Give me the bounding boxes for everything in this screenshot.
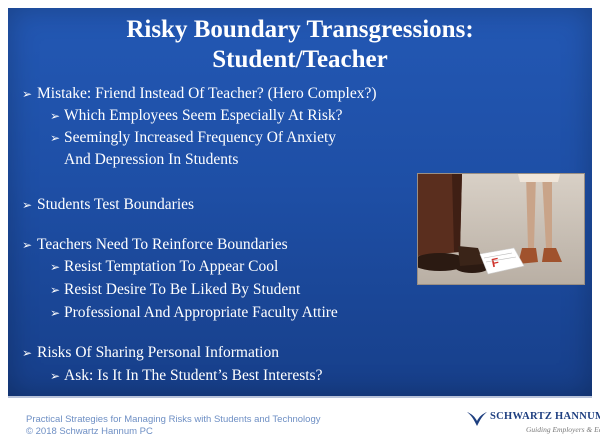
bullet-text: Mistake: Friend Instead Of Teacher? (Her… — [37, 85, 377, 102]
footer-course-title: Practical Strategies for Managing Risks … — [26, 414, 321, 425]
bullet-text: Students Test Boundaries — [37, 196, 195, 213]
sub-bullet-item: ➢Resist Temptation To Appear Cool — [50, 257, 278, 277]
bullet-text: Resist Temptation To Appear Cool — [64, 258, 279, 275]
bullet-arrow-icon: ➢ — [22, 238, 33, 252]
bullet-text: Professional And Appropriate Faculty Att… — [64, 304, 338, 321]
bullet-text: Ask: Is It In The Student’s Best Interes… — [64, 367, 323, 384]
sub-bullet-item: ➢Seemingly Increased Frequency Of Anxiet… — [50, 128, 336, 148]
bullet-item: ➢ Risks Of Sharing Personal Information — [22, 343, 279, 363]
bullet-arrow-icon: ➢ — [50, 306, 61, 320]
bullet-item: ➢ Teachers Need To Reinforce Boundaries — [22, 235, 288, 255]
bullet-text: Resist Desire To Be Liked By Student — [64, 281, 301, 298]
logo-tagline: Guiding Employers & Educators — [526, 425, 600, 434]
slide-title-line1: Risky Boundary Transgressions: — [126, 16, 474, 43]
bullet-arrow-icon: ➢ — [50, 131, 61, 145]
bullet-text: Which Employees Seem Especially At Risk? — [64, 107, 343, 124]
bullet-text: Teachers Need To Reinforce Boundaries — [37, 236, 288, 253]
footer-divider — [8, 396, 592, 398]
sub-bullet-item: ➢Professional And Appropriate Faculty At… — [50, 303, 338, 323]
bullet-arrow-icon: ➢ — [22, 87, 33, 101]
bullet-item: ➢ Mistake: Friend Instead Of Teacher? (He… — [22, 84, 377, 104]
sub-bullet-item: ➢Ask: Is It In The Student’s Best Intere… — [50, 366, 322, 386]
bullet-arrow-icon: ➢ — [50, 283, 61, 297]
logo-mark-icon — [467, 412, 487, 426]
bullet-arrow-icon: ➢ — [50, 260, 61, 274]
sub-bullet-item: ➢Resist Desire To Be Liked By Student — [50, 280, 300, 300]
bullet-arrow-icon: ➢ — [22, 198, 33, 212]
bullet-arrow-icon: ➢ — [50, 369, 61, 383]
footer-copyright: © 2018 Schwartz Hannum PC — [26, 426, 153, 437]
bullet-arrow-icon: ➢ — [22, 346, 33, 360]
sub-bullet-item: ➢Which Employees Seem Especially At Risk… — [50, 106, 343, 126]
bullet-text: Seemingly Increased Frequency Of Anxiety — [64, 129, 337, 146]
bullet-arrow-icon: ➢ — [50, 109, 61, 123]
photo-illustration: F — [418, 174, 584, 284]
classroom-feet-photo: F — [417, 173, 585, 285]
bullet-text: Risks Of Sharing Personal Information — [37, 344, 279, 361]
company-logo: SCHWARTZ HANNUM PC Guiding Employers & E… — [464, 410, 600, 438]
bullet-item: ➢ Students Test Boundaries — [22, 195, 194, 215]
sub-bullet-continuation: And Depression In Students — [64, 151, 239, 168]
svg-text:F: F — [490, 255, 500, 270]
logo-company-name: SCHWARTZ HANNUM PC — [490, 411, 600, 422]
slide-title-line2: Student/Teacher — [212, 46, 388, 73]
